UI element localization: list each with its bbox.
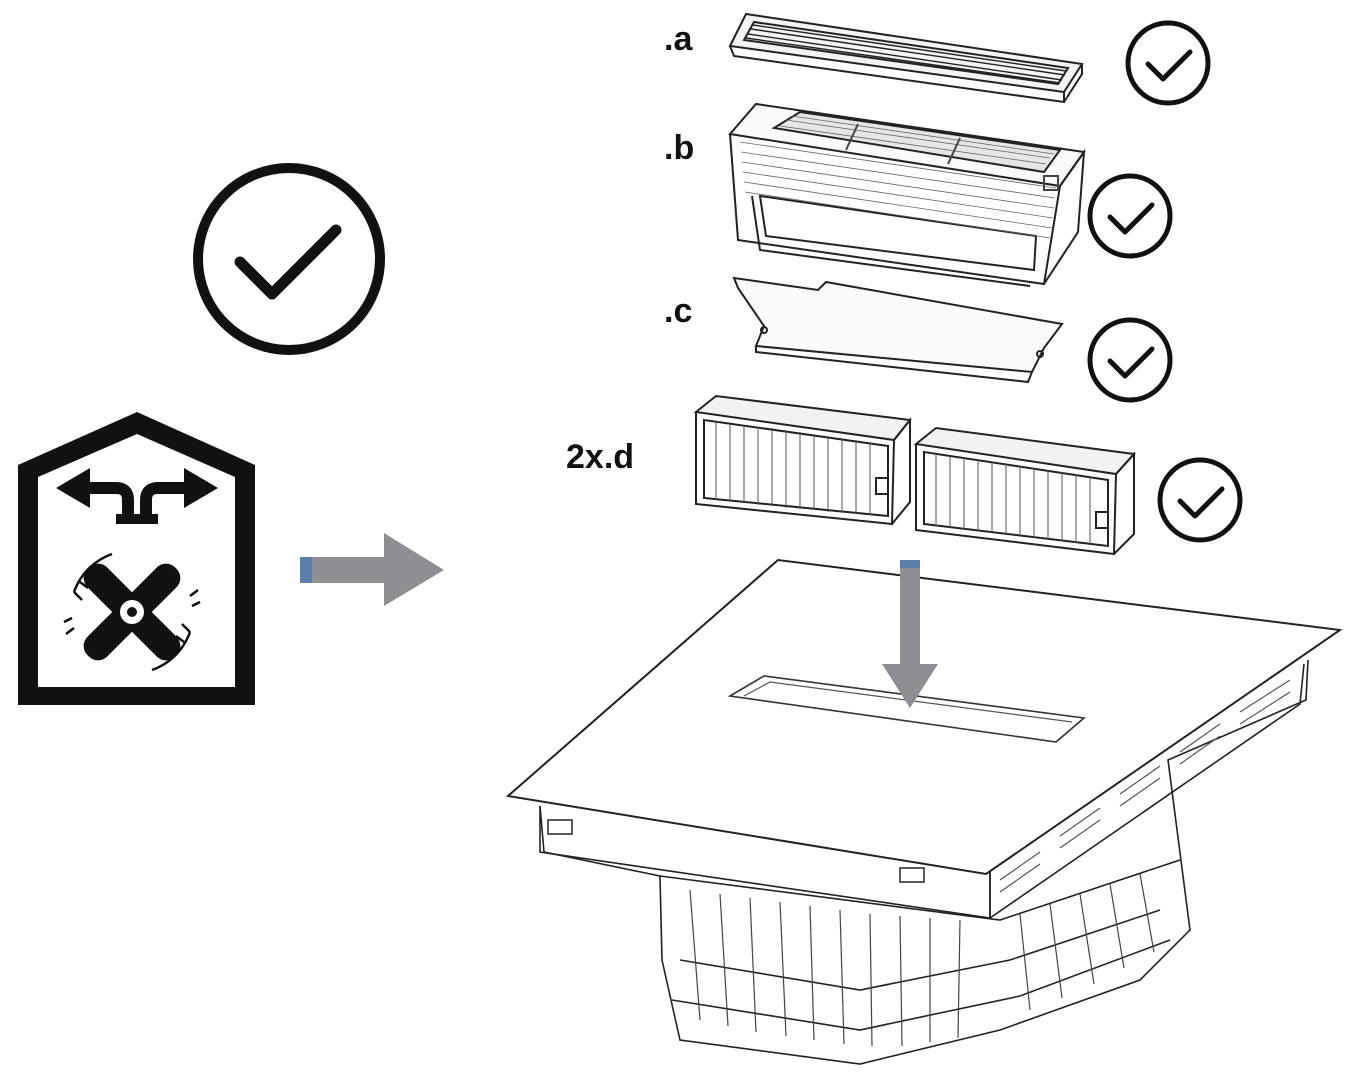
carbon-filter-part-1	[693, 394, 912, 526]
part-c-label: .c	[664, 292, 693, 330]
plate-part	[732, 276, 1064, 384]
filter-tray-part	[728, 102, 1086, 287]
arrow-right-icon	[300, 533, 444, 606]
part-a-label: .a	[664, 20, 693, 58]
check-b-icon	[1087, 173, 1173, 259]
grille-part	[728, 12, 1084, 104]
check-a-icon	[1125, 20, 1211, 106]
check-d-icon	[1157, 457, 1243, 543]
approved-check-icon	[193, 163, 385, 355]
check-c-icon	[1087, 317, 1173, 403]
part-d-label: 2x.d	[566, 438, 635, 476]
arrow-down-icon	[882, 560, 938, 708]
carbon-filter-part-2	[913, 426, 1137, 556]
recirculation-mode-icon	[18, 412, 255, 705]
cooktop-appliance	[505, 558, 1343, 1065]
part-b-label: .b	[664, 129, 695, 167]
